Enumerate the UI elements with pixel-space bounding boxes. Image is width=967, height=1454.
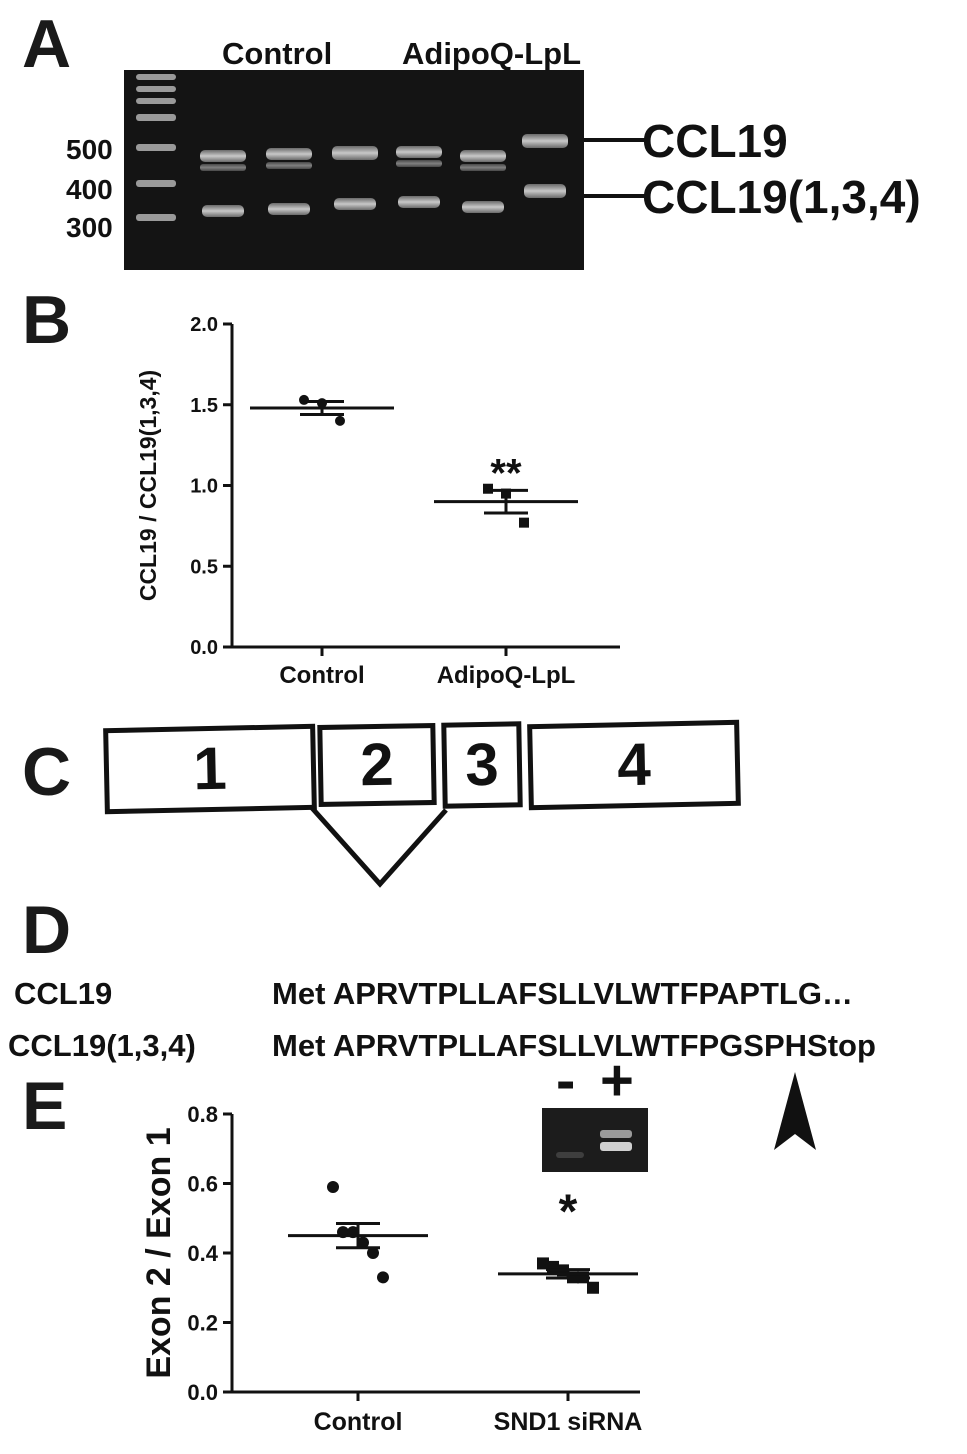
band-label-ccl19-134: CCL19(1,3,4)	[642, 171, 921, 223]
exon-2-label: 2	[359, 730, 395, 799]
exon-3-label: 3	[464, 730, 500, 799]
ladder-label-500: 500	[66, 134, 113, 165]
y-tick-label: 0.6	[187, 1171, 218, 1196]
y-axis-label: CCL19 / CCL19(1,3,4)	[135, 370, 161, 601]
inset-label-plus: +	[600, 1048, 634, 1113]
panel-d-letter: D	[22, 892, 72, 968]
exon-3-box: 3	[441, 721, 523, 809]
panel-a-letter: A	[22, 6, 72, 82]
x-tick-label: Control	[314, 1408, 403, 1436]
exon-1-label: 1	[192, 734, 228, 803]
y-tick-label: 1.0	[190, 476, 218, 498]
data-point	[483, 483, 493, 494]
x-tick-label: SND1 siRNA	[494, 1408, 643, 1436]
exon-1-box: 1	[103, 723, 317, 815]
y-tick-label: 1.5	[190, 395, 218, 417]
data-point	[299, 394, 309, 405]
data-point	[519, 517, 529, 528]
data-point	[335, 415, 345, 426]
ladder-label-400: 400	[66, 174, 113, 205]
panel-b-letter: B	[22, 282, 72, 358]
y-axis-label: Exon 2 / Exon 1	[140, 1127, 178, 1378]
gel-group-label-control: Control	[222, 36, 333, 71]
y-tick-label: 0.4	[187, 1241, 218, 1266]
x-tick-label: AdipoQ-LpL	[437, 662, 576, 689]
ladder-label-300: 300	[66, 212, 113, 243]
x-tick-label: Control	[279, 662, 364, 689]
significance-marker: **	[490, 452, 522, 496]
sequence-name-ccl19-134: CCL19(1,3,4)	[8, 1028, 196, 1063]
y-tick-label: 0.8	[187, 1102, 218, 1127]
y-tick-label: 0.0	[190, 637, 218, 659]
sequence-ccl19: Met APRVTPLLAFSLLVLWTFPAPTLG…	[272, 976, 853, 1011]
exon-2-box: 2	[317, 722, 437, 808]
exon-4-box: 4	[527, 719, 741, 811]
panel-e-letter: E	[22, 1068, 68, 1144]
y-tick-label: 0.2	[187, 1310, 218, 1335]
band-label-ccl19: CCL19	[642, 115, 788, 167]
splice-junction-line	[310, 806, 448, 888]
y-tick-label: 2.0	[190, 314, 218, 336]
data-point	[357, 1236, 369, 1249]
exon-4-label: 4	[616, 730, 652, 799]
data-point	[377, 1271, 389, 1284]
gel-image	[124, 70, 584, 270]
data-point	[537, 1257, 549, 1270]
band-pointer-lines	[584, 138, 650, 198]
inset-label-minus: -	[556, 1048, 576, 1113]
data-point	[327, 1180, 339, 1193]
y-tick-label: 0.5	[190, 556, 218, 578]
arrowhead-icon	[774, 1072, 816, 1150]
inset-gel-image	[542, 1108, 648, 1172]
sequence-name-ccl19: CCL19	[14, 976, 113, 1011]
sequence-ccl19-134: Met APRVTPLLAFSLLVLWTFPGSPHStop	[272, 1028, 876, 1063]
y-tick-label: 0.0	[187, 1380, 218, 1405]
data-point	[587, 1281, 599, 1294]
gel-group-label-adipoq: AdipoQ-LpL	[402, 36, 582, 71]
significance-marker: *	[559, 1185, 578, 1238]
panel-c-letter: C	[22, 734, 72, 810]
data-point	[367, 1247, 379, 1259]
